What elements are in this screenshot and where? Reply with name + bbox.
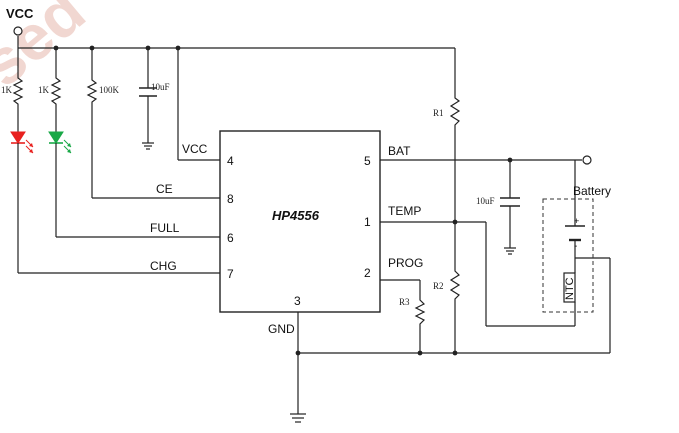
battery-cell-icon — [565, 225, 585, 242]
label-battery: Battery — [573, 184, 611, 198]
resistor-1k-green-icon — [50, 75, 62, 105]
pin-label-chg: CHG — [150, 259, 177, 273]
pin-number-temp: 1 — [364, 215, 371, 229]
label-r-ce: 100K — [99, 85, 120, 95]
resistor-r3-icon — [414, 297, 426, 328]
pin-number-ce: 8 — [227, 192, 234, 206]
pin-label-gnd: GND — [268, 322, 295, 336]
ntc-thermistor-icon — [563, 272, 576, 303]
battery-pack-outline — [542, 198, 594, 313]
pin-label-vcc: VCC — [182, 142, 208, 156]
capacitor-vcc-icon — [139, 87, 157, 97]
pin-number-full: 6 — [227, 231, 234, 245]
ground-main-icon — [290, 413, 306, 423]
pin-label-temp: TEMP — [388, 204, 421, 218]
wires — [17, 36, 611, 414]
pin-label-full: FULL — [150, 221, 180, 235]
label-r1: R1 — [433, 108, 444, 118]
battery-minus-sign: - — [574, 241, 577, 252]
pin-number-vcc: 4 — [227, 154, 234, 168]
resistor-100k-icon — [86, 78, 98, 104]
pin-label-prog: PROG — [388, 256, 423, 270]
label-r2: R2 — [433, 281, 444, 291]
ground-cap-bat-icon — [504, 247, 516, 255]
junction-dots — [53, 45, 513, 356]
ic-body — [219, 130, 381, 313]
bat-terminal-icon — [582, 155, 592, 165]
led-green-icon — [48, 131, 72, 154]
vcc-supply-label: VCC — [6, 6, 34, 21]
pin-number-chg: 7 — [227, 267, 234, 281]
pin-label-ce: CE — [156, 182, 173, 196]
ground-cap-vcc-icon — [142, 142, 154, 150]
resistor-r1-icon — [449, 95, 461, 128]
ic-name: HP4556 — [272, 208, 320, 223]
led-red-icon — [10, 131, 34, 154]
label-c-vcc: 10uF — [151, 82, 170, 92]
resistor-1k-red-icon — [12, 75, 24, 105]
resistor-r2-icon — [449, 268, 461, 302]
pin-number-bat: 5 — [364, 154, 371, 168]
capacitor-bat-icon — [500, 197, 520, 207]
label-r3: R3 — [399, 297, 410, 307]
pin-number-gnd: 3 — [294, 294, 301, 308]
vcc-terminal-icon — [13, 26, 23, 36]
label-r-led-green: 1K — [38, 85, 50, 95]
battery-plus-sign: + — [574, 216, 579, 226]
label-ntc: NTC — [564, 277, 576, 300]
label-c-bat: 10uF — [476, 196, 495, 206]
pin-number-prog: 2 — [364, 266, 371, 280]
pin-label-bat: BAT — [388, 144, 411, 158]
label-r-led-red: 1K — [1, 85, 13, 95]
